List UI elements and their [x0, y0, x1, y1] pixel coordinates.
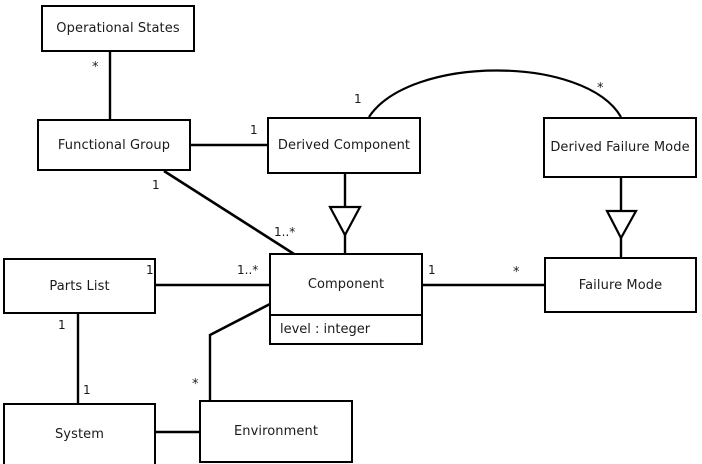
multiplicity-derived-component-curve-one: 1: [354, 92, 362, 106]
multiplicity-failure-mode-star: *: [513, 265, 520, 280]
class-derived-component[interactable]: Derived Component: [267, 117, 421, 174]
multiplicity-derived-failure-mode-curve-star: *: [597, 81, 604, 96]
class-derived-failure-mode[interactable]: Derived Failure Mode: [543, 117, 697, 178]
multiplicity-system-parts-list-one: 1: [83, 383, 91, 397]
class-name-derived-component: Derived Component: [277, 138, 411, 153]
class-environment[interactable]: Environment: [199, 400, 353, 463]
edge-derived-component-derived-failure-mode: [368, 69, 622, 118]
multiplicity-derived-component-one: 1: [250, 123, 258, 137]
edge-functional-group-component: [163, 169, 295, 256]
multiplicity-component-functional-group-many: 1..*: [274, 225, 296, 239]
class-name-functional-group: Functional Group: [57, 137, 171, 153]
class-parts-list[interactable]: Parts List: [3, 258, 156, 314]
class-operational-states[interactable]: Operational States: [41, 5, 195, 52]
class-component[interactable]: Component level : integer: [269, 253, 423, 345]
class-failure-mode[interactable]: Failure Mode: [544, 257, 697, 313]
generalization-triangle-component: [328, 205, 362, 238]
class-name-operational-states: Operational States: [56, 21, 180, 36]
generalization-triangle-failure-mode: [605, 209, 638, 241]
multiplicity-parts-list-component-one: 1: [146, 263, 154, 277]
class-name-parts-list: Parts List: [49, 278, 110, 294]
multiplicity-component-parts-list-many: 1..*: [237, 263, 259, 277]
class-system[interactable]: System: [3, 403, 156, 464]
class-name-derived-failure-mode: Derived Failure Mode: [550, 140, 690, 155]
class-attribute-component-level: level : integer: [271, 314, 421, 343]
class-name-system: System: [54, 427, 105, 442]
class-name-component: Component: [307, 277, 385, 292]
class-name-failure-mode: Failure Mode: [578, 277, 663, 293]
class-name-environment: Environment: [233, 424, 319, 439]
edge-component-environment-diagonal: [209, 302, 271, 337]
multiplicity-parts-list-system-one: 1: [58, 318, 66, 332]
multiplicity-environment-star: *: [192, 377, 199, 392]
class-functional-group[interactable]: Functional Group: [37, 119, 191, 171]
multiplicity-functional-group-component-one: 1: [152, 178, 160, 192]
multiplicity-component-failure-mode-one: 1: [428, 263, 436, 277]
multiplicity-operational-states-star: *: [92, 60, 99, 75]
